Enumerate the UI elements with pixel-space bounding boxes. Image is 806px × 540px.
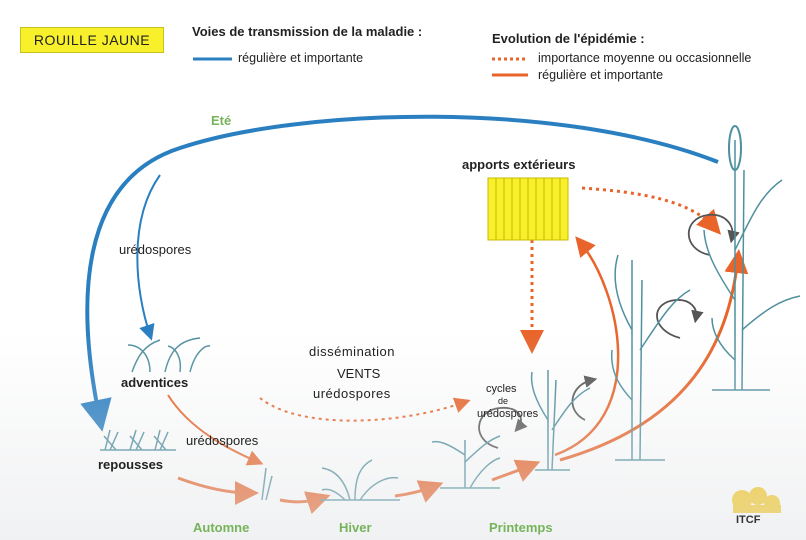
season-winter: Hiver bbox=[339, 520, 372, 535]
season-spring: Printemps bbox=[489, 520, 553, 535]
cycle-loop-4 bbox=[687, 213, 740, 256]
orange-arrow-winter-to-spring bbox=[394, 480, 444, 503]
label-repousses: repousses bbox=[98, 457, 164, 472]
label-dissemination: dissémination bbox=[309, 344, 395, 359]
orange-arrow-autumn-to-winter bbox=[279, 491, 331, 515]
title-badge: ROUILLE JAUNE bbox=[20, 27, 164, 53]
legend-evolution-dotted: importance moyenne ou occasionnelle bbox=[538, 51, 752, 65]
itcf-logo-mark bbox=[732, 487, 781, 513]
plant-wheat-ear bbox=[703, 140, 801, 391]
orange-arc-outer bbox=[559, 249, 749, 462]
legend-transmission-title: Voies de transmission de la maladie : bbox=[192, 24, 423, 39]
season-summer: Eté bbox=[211, 113, 232, 128]
label-cycles-de: de bbox=[498, 396, 509, 406]
dotted-wind-arc bbox=[259, 397, 471, 422]
legend-evolution-solid: régulière et importante bbox=[538, 68, 664, 82]
legend-transmission-item: régulière et importante bbox=[238, 51, 364, 65]
dotted-apports-right bbox=[581, 186, 721, 235]
adventices-plant bbox=[127, 337, 211, 373]
itcf-logo-text: ITCF bbox=[736, 514, 761, 526]
repousses-plant bbox=[100, 429, 176, 451]
orange-arrow-repousses-to-autumn bbox=[177, 476, 259, 505]
label-vents: VENTS bbox=[337, 366, 381, 381]
orange-arrow-spring-to-cycle bbox=[491, 459, 541, 482]
legend-evolution-title: Evolution de l'épidémie : bbox=[492, 31, 645, 46]
apports-box bbox=[487, 177, 569, 241]
season-autumn: Automne bbox=[193, 520, 250, 535]
cycle-loop-2 bbox=[571, 375, 598, 421]
label-uredospores-top: urédospores bbox=[119, 242, 192, 257]
label-uredospores-mid: urédospores bbox=[186, 433, 259, 448]
orange-arc-inner bbox=[554, 236, 620, 457]
wheat-ear-head bbox=[728, 125, 742, 171]
label-cycles-uredospores: urédospores bbox=[477, 408, 539, 420]
label-apports-exterieurs: apports extérieurs bbox=[462, 157, 576, 172]
plant-winter bbox=[320, 459, 400, 501]
label-cycles: cycles bbox=[486, 383, 517, 395]
cycle-loop-3 bbox=[656, 299, 704, 339]
label-uredospores-wind: urédospores bbox=[313, 386, 391, 401]
orange-arrow-adventices-to-autumn bbox=[167, 394, 264, 466]
blue-arc-summer bbox=[80, 114, 719, 432]
plant-tall-cereal bbox=[610, 254, 691, 461]
blue-arrow-adventices bbox=[136, 174, 161, 341]
label-adventices: adventices bbox=[121, 375, 189, 390]
seedling-autumn bbox=[261, 467, 273, 501]
